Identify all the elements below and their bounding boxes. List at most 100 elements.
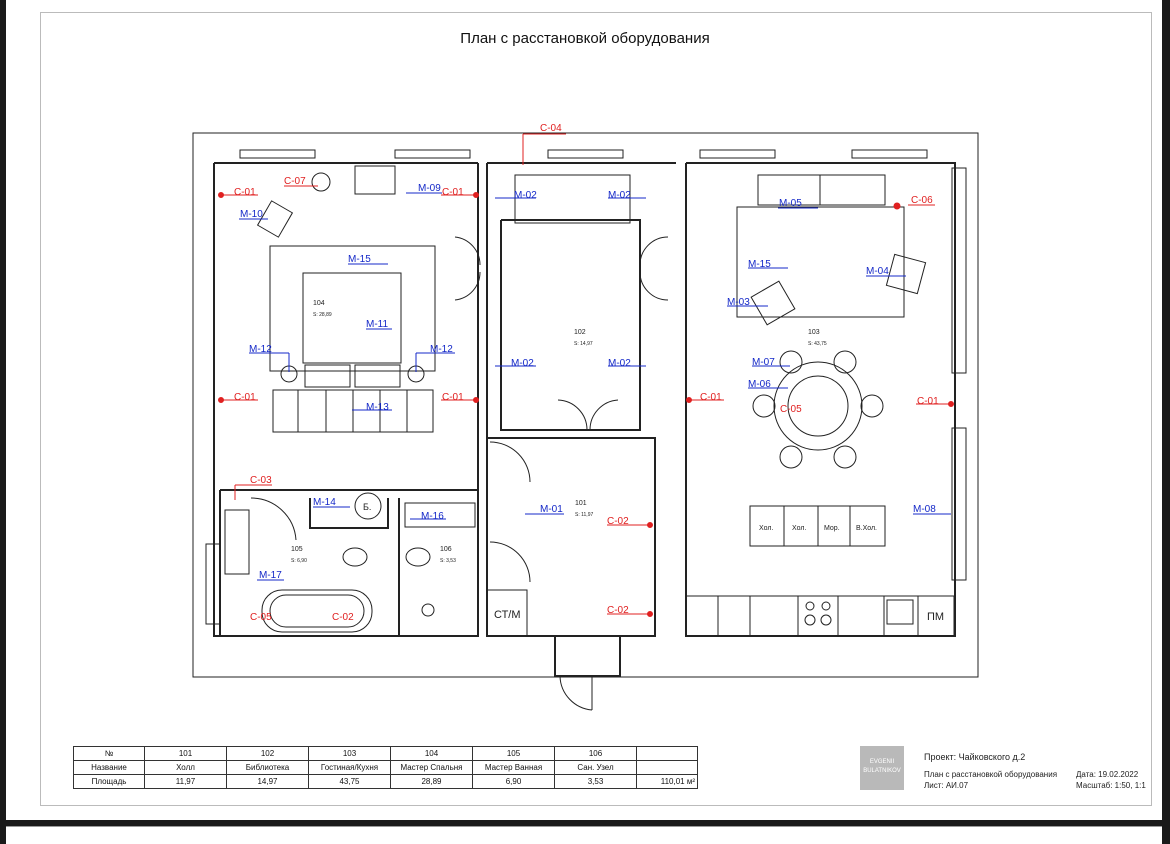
room-schedule-table: № 101 102 103 104 105 106 Название Холл … bbox=[73, 746, 698, 789]
room-101-number: 101 bbox=[575, 500, 587, 507]
room-103-area: S: 43,75 bbox=[808, 341, 827, 347]
boiler-label: Б. bbox=[363, 502, 371, 512]
washer-label: СТ/М bbox=[494, 609, 521, 621]
table-cell: 3,53 bbox=[554, 774, 637, 789]
label-m15-b: M-15 bbox=[748, 259, 771, 270]
label-m14: M-14 bbox=[313, 497, 336, 508]
label-m06: M-06 bbox=[748, 379, 771, 390]
label-m03: M-03 bbox=[727, 297, 750, 308]
label-c01-e: C-01 bbox=[700, 392, 722, 403]
label-m13: M-13 bbox=[366, 402, 389, 413]
label-c01-b: C-01 bbox=[442, 187, 464, 198]
living-furniture bbox=[685, 167, 967, 637]
table-cell: 103 bbox=[308, 746, 391, 761]
table-cell: 105 bbox=[472, 746, 555, 761]
label-c02-c: C-02 bbox=[332, 612, 354, 623]
library-furniture bbox=[454, 174, 669, 431]
label-c03: C-03 bbox=[250, 475, 272, 486]
label-m04: M-04 bbox=[866, 266, 889, 277]
label-c05-b: C-05 bbox=[250, 612, 272, 623]
wine-fridge-label: В.Хол. bbox=[856, 525, 877, 532]
label-m01: M-01 bbox=[540, 504, 563, 515]
label-m11: M-11 bbox=[366, 319, 388, 330]
table-cell: 11,97 bbox=[144, 774, 227, 789]
project-name: Проект: Чайковского д.2 bbox=[924, 752, 1026, 762]
label-c04: C-04 bbox=[540, 123, 562, 134]
label-c07: C-07 bbox=[284, 176, 306, 187]
fridge-1-label: Хол. bbox=[759, 525, 773, 532]
room-104-number: 104 bbox=[313, 300, 325, 307]
table-cell: 6,90 bbox=[472, 774, 555, 789]
scale: Масштаб: 1:50, 1:1 bbox=[1076, 781, 1146, 790]
table-cell: 28,89 bbox=[390, 774, 473, 789]
table-cell: 102 bbox=[226, 746, 309, 761]
drawing-sheet bbox=[6, 0, 1162, 820]
label-m17: M-17 bbox=[259, 570, 282, 581]
plan-title: План с расстановкой оборудования bbox=[460, 30, 710, 47]
label-c01-d: C-01 bbox=[442, 392, 464, 403]
label-c05: C-05 bbox=[780, 404, 802, 415]
bed bbox=[256, 165, 436, 433]
table-cell: Гостиная/Кухня bbox=[308, 760, 391, 775]
dishwasher-label: ПМ bbox=[927, 611, 944, 623]
table-cell: 104 bbox=[390, 746, 473, 761]
label-c01-f: C-01 bbox=[917, 396, 939, 407]
room-106-number: 106 bbox=[440, 546, 452, 553]
room-103-number: 103 bbox=[808, 329, 820, 336]
room-102-area: S: 14,97 bbox=[574, 341, 593, 347]
table-cell: 106 bbox=[554, 746, 637, 761]
label-m08: M-08 bbox=[913, 504, 936, 515]
table-cell bbox=[636, 760, 698, 775]
table-row: Площадь 11,97 14,97 43,75 28,89 6,90 3,5… bbox=[73, 774, 698, 789]
table-cell: 43,75 bbox=[308, 774, 391, 789]
table-header-no: № bbox=[73, 746, 145, 761]
label-m16: M-16 bbox=[421, 511, 444, 522]
table-cell: 101 bbox=[144, 746, 227, 761]
table-cell: 14,97 bbox=[226, 774, 309, 789]
label-c06: C-06 bbox=[911, 195, 933, 206]
freezer-label: Мор. bbox=[824, 525, 840, 532]
label-c01-c: C-01 bbox=[234, 392, 256, 403]
room-104-area: S: 28,89 bbox=[313, 312, 332, 318]
windows bbox=[239, 149, 928, 159]
bathroom-fixtures bbox=[205, 441, 593, 711]
table-cell: Мастер Спальня bbox=[390, 760, 473, 775]
label-m12-a: M-12 bbox=[249, 344, 272, 355]
walls bbox=[213, 162, 956, 677]
table-total: 110,01 м² bbox=[636, 774, 698, 789]
table-header-area: Площадь bbox=[73, 774, 145, 789]
label-m07: M-07 bbox=[752, 357, 775, 368]
label-c02-b: C-02 bbox=[607, 605, 629, 616]
label-m12-b: M-12 bbox=[430, 344, 453, 355]
room-102-number: 102 bbox=[574, 329, 586, 336]
label-m02-c: M-02 bbox=[511, 358, 534, 369]
table-cell: Библиотека bbox=[226, 760, 309, 775]
table-cell: Сан. Узел bbox=[554, 760, 637, 775]
sheet-number: Лист: АИ.07 bbox=[924, 781, 969, 790]
fridge-2-label: Хол. bbox=[792, 525, 806, 532]
room-105-number: 105 bbox=[291, 546, 303, 553]
sheet-name: План с расстановкой оборудования bbox=[924, 770, 1058, 779]
label-m09: M-09 bbox=[418, 183, 441, 194]
table-cell: Холл bbox=[144, 760, 227, 775]
table-row: Название Холл Библиотека Гостиная/Кухня … bbox=[73, 760, 698, 775]
date: Дата: 19.02.2022 bbox=[1076, 770, 1139, 779]
room-106-area: S: 3,53 bbox=[440, 558, 456, 564]
label-c02-a: C-02 bbox=[607, 516, 629, 527]
label-m15-a: M-15 bbox=[348, 254, 371, 265]
label-m02-b: M-02 bbox=[608, 190, 631, 201]
table-cell bbox=[636, 746, 698, 761]
drawing-frame bbox=[40, 12, 1152, 806]
table-cell: Мастер Ванная bbox=[472, 760, 555, 775]
blue-markers bbox=[239, 192, 951, 581]
room-105-area: S: 6,90 bbox=[291, 558, 307, 564]
table-header-name: Название bbox=[73, 760, 145, 775]
label-m02-d: M-02 bbox=[608, 358, 631, 369]
red-markers bbox=[218, 133, 954, 617]
studio-logo: EVGENII BULATNIKOV bbox=[860, 746, 904, 790]
table-row: № 101 102 103 104 105 106 bbox=[73, 746, 698, 761]
next-sheet-edge bbox=[6, 826, 1162, 844]
label-m10: M-10 bbox=[240, 209, 263, 220]
label-m05: M-05 bbox=[779, 198, 802, 209]
